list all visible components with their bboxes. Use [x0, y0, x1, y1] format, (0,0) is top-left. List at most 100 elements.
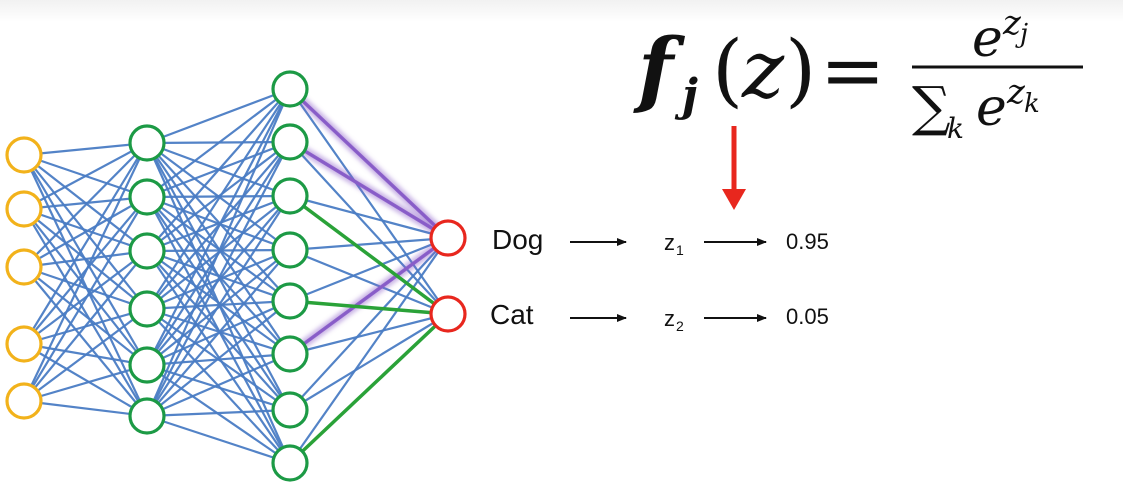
formula-numerator-z: z	[1002, 3, 1022, 43]
highlighted-connections	[286, 85, 452, 465]
connection-edge	[23, 266, 148, 417]
connection-edge	[289, 237, 449, 411]
hidden1-neuron	[128, 346, 166, 384]
class-label-cat: Cat	[490, 299, 534, 330]
hidden1-neuron	[128, 290, 166, 328]
connection-edge	[23, 207, 148, 253]
connection-edge	[146, 408, 291, 418]
highlight-edge-green	[288, 312, 450, 465]
connection-edge	[146, 88, 291, 252]
hidden2-neuron	[271, 231, 309, 269]
connection-edge	[23, 208, 148, 417]
class-label-dog: Dog	[492, 224, 543, 255]
connections	[23, 87, 449, 465]
hidden1-neuron	[128, 397, 166, 435]
formula-sigma-k: k	[947, 112, 964, 145]
softmax-formula: f j ( z ) = e z j ∑ k e z k	[633, 3, 1083, 145]
logit-z1: z	[664, 230, 675, 255]
connection-edge	[146, 352, 291, 418]
connection-edge	[146, 249, 291, 303]
connection-edge	[146, 195, 291, 417]
logit-z2: z	[664, 306, 675, 331]
hidden2-neuron	[271, 335, 309, 373]
connection-edge	[146, 87, 291, 145]
formula-denominator-k: k	[1024, 89, 1040, 119]
connection-edge	[23, 363, 148, 403]
connection-edge	[23, 265, 148, 311]
connection-edge	[23, 142, 148, 210]
hidden2-neuron	[271, 391, 309, 429]
connection-edge	[289, 141, 449, 315]
connection-edge	[146, 88, 291, 310]
hidden1-neuron	[128, 178, 166, 216]
highlight-edge-green	[288, 194, 450, 316]
formula-right-paren: )	[785, 23, 816, 116]
hidden2-neuron	[271, 70, 309, 108]
hidden2-neuron	[271, 282, 309, 320]
connection-edge	[146, 414, 291, 465]
logit-z2-subscript: 2	[676, 318, 684, 334]
formula-equals: =	[820, 26, 885, 116]
formula-denominator-z: z	[1006, 72, 1026, 112]
input-neuron	[5, 382, 43, 420]
hidden2-neuron	[271, 177, 309, 215]
hidden1-neuron	[128, 232, 166, 270]
pointer-arrow	[722, 126, 746, 210]
connection-edge	[146, 194, 291, 253]
formula-j-subscript: j	[674, 70, 698, 121]
formula-z: z	[741, 23, 785, 116]
input-neuron	[5, 325, 43, 363]
connection-edge	[145, 88, 292, 417]
connection-edge	[23, 195, 148, 211]
connection-edge	[23, 196, 148, 268]
connection-edge	[289, 237, 449, 464]
probability-cat: 0.05	[786, 304, 829, 329]
input-neuron	[5, 190, 43, 228]
connection-edge	[146, 196, 291, 302]
connection-edge	[289, 312, 449, 356]
connection-edge	[146, 249, 291, 417]
connection-edge	[289, 236, 449, 303]
connection-edge	[289, 313, 449, 411]
highlight-edge-green	[289, 299, 449, 316]
highlight-edge-purple	[288, 87, 450, 240]
output-neuron	[429, 295, 467, 333]
input-neuron	[5, 248, 43, 286]
connection-edge	[23, 142, 148, 268]
connection-edge	[23, 250, 148, 402]
connection-edge	[23, 399, 148, 418]
connection-edge	[146, 250, 291, 355]
connection-edge	[23, 249, 148, 269]
connection-edge	[146, 141, 291, 252]
formula-denominator-e: e	[976, 78, 1007, 138]
connection-edge	[23, 266, 148, 366]
connection-edge	[23, 141, 148, 157]
connection-edge	[146, 142, 291, 302]
formula-f: f	[633, 21, 685, 117]
connection-edge	[23, 308, 148, 402]
highlight-edge-purple	[289, 140, 449, 240]
connection-edge	[289, 248, 449, 316]
connection-edge	[146, 88, 291, 366]
output-row-cat: Cat z 2 0.05	[490, 299, 829, 334]
connection-edge	[289, 236, 449, 252]
connection-edge	[23, 196, 148, 402]
hidden2-neuron	[271, 123, 309, 161]
connection-edge	[289, 194, 449, 240]
connection-edge	[146, 250, 291, 464]
output-row-dog: Dog z 1 0.95	[492, 224, 829, 258]
connection-edge	[23, 142, 148, 345]
connection-edge	[146, 88, 291, 198]
hidden1-neuron	[128, 124, 166, 162]
formula-sigma: ∑	[912, 75, 951, 138]
probability-dog: 0.95	[786, 229, 829, 254]
connection-edge	[146, 141, 291, 417]
highlight-edge-purple	[288, 236, 450, 356]
logit-z1-subscript: 1	[676, 242, 684, 258]
neurons	[5, 70, 467, 482]
hidden2-neuron	[271, 444, 309, 482]
formula-left-paren: (	[712, 23, 743, 116]
input-neuron	[5, 136, 43, 174]
